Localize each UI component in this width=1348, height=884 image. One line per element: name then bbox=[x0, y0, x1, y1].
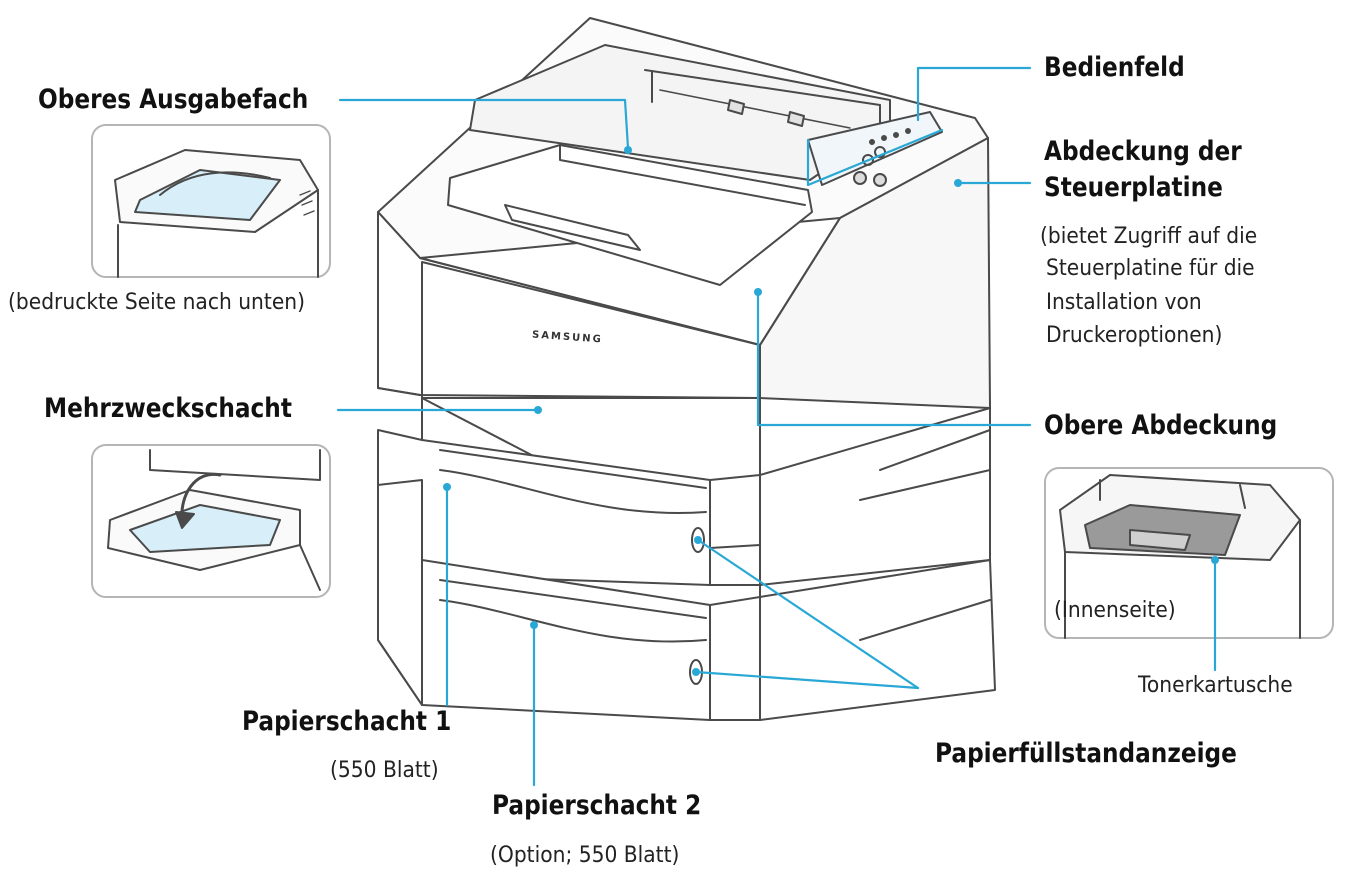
label-papierfuellstandanzeige: Papierfüllstandanzeige bbox=[935, 738, 1237, 769]
label-innenseite: (Innenseite) bbox=[1054, 598, 1176, 623]
note-oberes-ausgabefach: (bedruckte Seite nach unten) bbox=[8, 290, 306, 315]
label-mehrzweckschacht: Mehrzweckschacht bbox=[44, 393, 292, 424]
note-papierschacht-1: (550 Blatt) bbox=[330, 758, 439, 783]
inset-toner bbox=[1044, 467, 1334, 639]
label-tonerkartusche: Tonerkartusche bbox=[1138, 673, 1293, 698]
note-abdeckung-1: (bietet Zugriff auf die bbox=[1040, 224, 1258, 249]
leader-lines bbox=[336, 66, 1217, 787]
label-abdeckung-line2: Steuerplatine bbox=[1044, 172, 1223, 203]
label-bedienfeld: Bedienfeld bbox=[1044, 52, 1185, 83]
printer-illustration bbox=[377, 17, 996, 721]
label-papierschacht-1: Papierschacht 1 bbox=[242, 706, 452, 737]
note-abdeckung-3: Installation von bbox=[1046, 290, 1202, 315]
label-papierschacht-2: Papierschacht 2 bbox=[492, 790, 702, 821]
inset-output-tray bbox=[91, 124, 331, 278]
note-abdeckung-4: Druckeroptionen) bbox=[1046, 323, 1223, 348]
leader-dots bbox=[443, 146, 1219, 676]
label-abdeckung-line1: Abdeckung der bbox=[1044, 136, 1242, 167]
inset-mp-tray bbox=[91, 444, 331, 598]
note-papierschacht-2: (Option; 550 Blatt) bbox=[490, 843, 680, 868]
note-abdeckung-2: Steuerplatine für die bbox=[1046, 256, 1255, 281]
label-obere-abdeckung: Obere Abdeckung bbox=[1044, 410, 1278, 441]
label-oberes-ausgabefach: Oberes Ausgabefach bbox=[38, 84, 309, 115]
